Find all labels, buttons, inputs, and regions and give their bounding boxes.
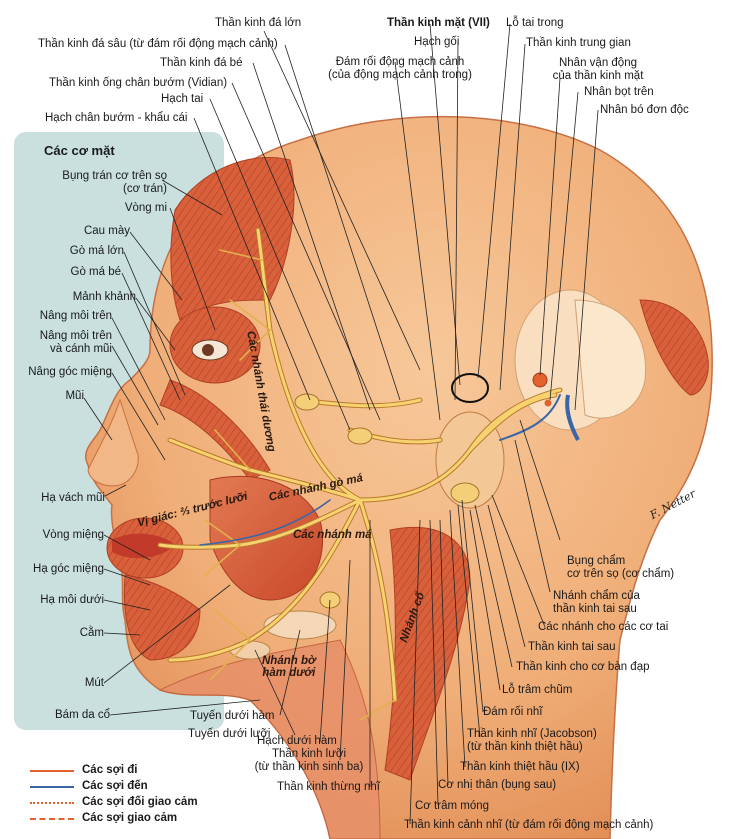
label-superior-salivatory-nucleus: Nhân bọt trên	[584, 86, 654, 98]
lips	[112, 533, 175, 559]
legend-swatch-dotted	[30, 802, 74, 804]
label-nasalis: Mũi	[65, 390, 84, 402]
nose	[87, 398, 139, 487]
pupil	[202, 344, 214, 356]
label-pterygopalatine-ganglion: Hạch chân bướm - khẩu cái	[45, 112, 188, 124]
label-vidian-nerve: Thần kinh ống chân bướm (Vidian)	[49, 77, 228, 89]
facial-nerve-branches	[157, 227, 563, 721]
label-geniculate-ganglion: Hạch gối	[414, 36, 460, 48]
motor-nucleus	[532, 372, 548, 388]
label-zygomaticus-minor: Gò má bé	[70, 266, 122, 278]
label-levator-anguli-oris: Nâng góc miệng	[28, 366, 112, 378]
internal-acoustic-meatus	[451, 373, 489, 403]
label-tympanic-plexus: Đám rối nhĩ	[483, 706, 543, 718]
label-platysma: Bám da cổ	[55, 709, 110, 721]
legend-label: Các sợi giao cảm	[82, 812, 178, 824]
label-otic-ganglion: Hạch tai	[161, 93, 204, 105]
label-glossopharyngeal-nerve: Thần kinh thiệt hầu (IX)	[460, 761, 580, 773]
label-internal-acoustic-meatus: Lỗ tai trong	[506, 17, 564, 29]
label-carotid-plexus: Đám rối động mạch cảnh (của động mạch cả…	[328, 56, 472, 81]
label-frontalis: Bụng trán cơ trên sọ (cơ trán)	[62, 170, 167, 195]
label-caroticotympanic-nerve: Thần kinh cảnh nhĩ (từ đám rối động mạch…	[404, 819, 654, 831]
label-procerus: Mảnh khảnh	[72, 291, 136, 303]
label-deep-petrosal-nerve: Thần kinh đá sâu (từ đám rối động mạch c…	[38, 38, 278, 50]
chin-muscles	[123, 574, 201, 661]
cerebellum	[574, 299, 647, 419]
label-motor-nucleus: Nhân vận động của thần kinh mặt	[552, 57, 644, 82]
label-solitary-nucleus: Nhân bó đơn độc	[600, 104, 689, 116]
legend-swatch-solid-blue	[30, 786, 74, 788]
leader-lines	[83, 23, 599, 825]
label-nerve-to-stapedius: Thần kinh cho cơ bàn đạp	[516, 661, 650, 673]
label-greater-petrosal-nerve: Thần kinh đá lớn	[215, 17, 302, 29]
label-depressor-septi: Hạ vách mũi	[41, 492, 105, 504]
neck-muscle	[384, 526, 471, 781]
legend-label: Các sợi đối giao cảm	[82, 796, 198, 808]
label-digastric-posterior: Cơ nhị thân (bụng sau)	[438, 779, 557, 791]
label-mentalis: Cằm	[79, 627, 104, 639]
label-tympanic-nerve: Thần kinh nhĩ (Jacobson) (từ thần kinh t…	[467, 728, 597, 753]
legend-label: Các sợi đi	[82, 764, 138, 776]
label-nervus-intermedius: Thần kinh trung gian	[526, 37, 631, 49]
legend-label: Các sợi đến	[82, 780, 148, 792]
label-lesser-petrosal-nerve: Thần kinh đá bé	[160, 57, 243, 69]
solitary-nucleus	[565, 394, 580, 441]
label-lingual-nerve: Thần kinh lưỡi (từ thần kinh sinh ba)	[254, 748, 364, 773]
label-levator-labii: Nâng môi trên	[39, 310, 112, 322]
salivatory-nucleus	[544, 399, 552, 407]
platysma-muscle	[158, 639, 381, 839]
label-marginal-mandibular-branch: Nhánh bờ hàm dưới	[262, 655, 316, 679]
label-occipital-branch: Nhánh chẩm của thần kinh tai sau	[553, 590, 640, 615]
label-stylohyoid: Cơ trâm móng	[415, 800, 490, 812]
label-corrugator: Cau mày	[83, 225, 130, 237]
label-orbicularis-oculi: Vòng mi	[124, 202, 167, 214]
legend-swatch-solid-orange	[30, 770, 74, 772]
label-facial-nerve: Thần kinh mặt (VII)	[387, 17, 490, 29]
label-occipitalis: Bụng chẩm cơ trên sọ (cơ chẩm)	[567, 555, 675, 580]
label-chorda-tympani: Thần kinh thừng nhĩ	[277, 781, 380, 793]
label-buccal-branches: Các nhánh má	[293, 529, 372, 541]
label-levator-labii-alaeque: Nâng môi trên và cánh mũi	[39, 330, 112, 355]
label-sublingual-gland: Tuyến dưới lưỡi	[188, 728, 271, 740]
label-submandibular-ganglion: Hạch dưới hàm	[257, 735, 337, 747]
label-stylomastoid-foramen: Lỗ trâm chũm	[502, 684, 573, 696]
label-submandibular-gland: Tuyến dưới hàm	[190, 710, 275, 722]
label-depressor-labii: Hạ môi dưới	[40, 594, 104, 606]
label-depressor-anguli-oris: Hạ góc miệng	[33, 563, 104, 575]
legend-swatch-dashed	[30, 818, 74, 820]
label-zygomaticus-major: Gò má lớn	[69, 245, 124, 257]
label-auricular-branches: Các nhánh cho các cơ tai	[538, 621, 669, 633]
occipitalis-muscle	[639, 299, 709, 396]
label-orbicularis-oris: Vòng miệng	[42, 529, 104, 541]
panel-title: Các cơ mặt	[44, 143, 115, 158]
label-buccinator: Mút	[84, 677, 104, 689]
label-posterior-auricular-nerve: Thần kinh tai sau	[528, 641, 616, 653]
